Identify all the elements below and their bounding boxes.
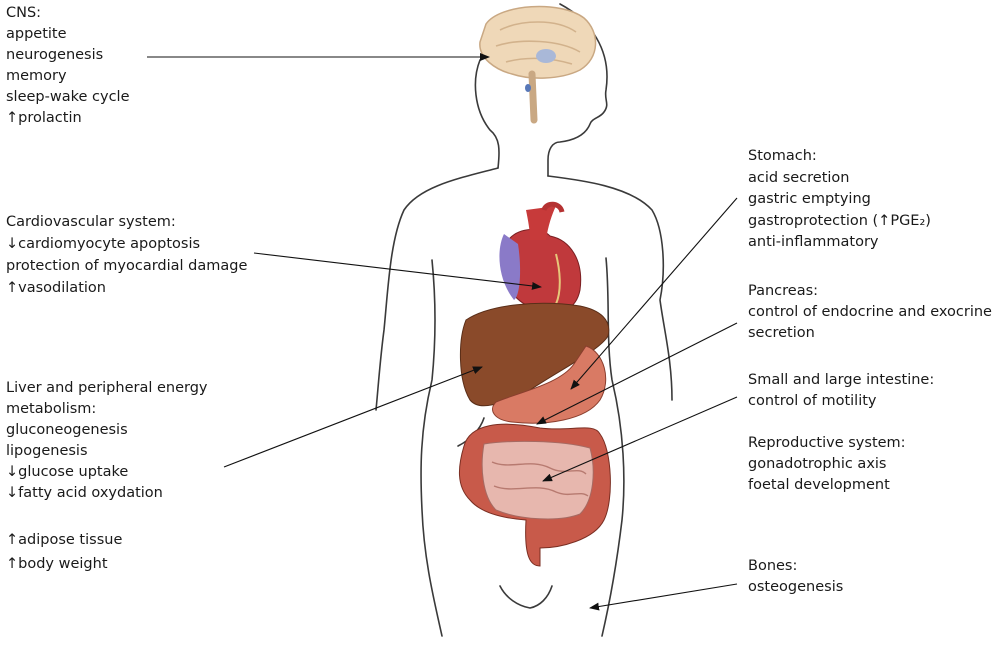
leader-lines bbox=[147, 53, 738, 611]
body-outline bbox=[375, 3, 673, 637]
pancreas-title: Pancreas: bbox=[748, 283, 819, 299]
label-cns: CNS: appetite neurogenesis memory sleep-… bbox=[6, 3, 130, 129]
small-intestine bbox=[481, 440, 594, 520]
label-pancreas: Pancreas: control of endocrine and exocr… bbox=[748, 281, 992, 344]
arrow-cardio bbox=[253, 252, 542, 290]
cns-item: sleep-wake cycle bbox=[6, 89, 130, 105]
arrow-bones bbox=[589, 583, 738, 611]
stomach-item: gastric emptying bbox=[748, 191, 871, 207]
adipose-item: ↑body weight bbox=[6, 556, 108, 572]
pancreas-item: control of endocrine and exocrine bbox=[748, 304, 992, 320]
adipose-item: ↑adipose tissue bbox=[6, 532, 123, 548]
liver-item: ↓fatty acid oxydation bbox=[6, 485, 163, 501]
liver-item: gluconeogenesis bbox=[6, 422, 128, 438]
heart bbox=[499, 201, 582, 313]
cardio-title: Cardiovascular system: bbox=[6, 214, 176, 230]
cardio-item: ↑vasodilation bbox=[6, 280, 106, 296]
arrow-intestine bbox=[542, 396, 738, 482]
pancreas-item: secretion bbox=[748, 325, 815, 341]
label-bones: Bones: osteogenesis bbox=[748, 556, 843, 598]
cns-item: appetite bbox=[6, 26, 67, 42]
arrow-liver bbox=[223, 366, 483, 468]
stomach-item: gastroprotection (↑PGE₂) bbox=[748, 212, 931, 229]
cns-item: neurogenesis bbox=[6, 47, 104, 63]
stomach-item: anti-inflammatory bbox=[748, 234, 879, 250]
reproductive-item: foetal development bbox=[748, 477, 890, 493]
bones-title: Bones: bbox=[748, 558, 798, 574]
liver-title-cont: metabolism: bbox=[6, 401, 97, 417]
label-cardiovascular: Cardiovascular system: ↓cardiomyocyte ap… bbox=[6, 211, 247, 299]
label-intestine: Small and large intestine: control of mo… bbox=[748, 370, 934, 412]
label-liver: Liver and peripheral energy metabolism: … bbox=[6, 378, 208, 504]
cns-item: ↑prolactin bbox=[6, 110, 82, 126]
label-adipose: ↑adipose tissue ↑body weight bbox=[6, 528, 122, 576]
liver-item: lipogenesis bbox=[6, 443, 88, 459]
arrow-pancreas bbox=[536, 322, 738, 425]
liver-title: Liver and peripheral energy bbox=[6, 380, 208, 396]
intestine-item: control of motility bbox=[748, 393, 877, 409]
reproductive-title: Reproductive system: bbox=[748, 435, 906, 451]
cardio-item: ↓cardiomyocyte apoptosis bbox=[6, 236, 201, 252]
reproductive-item: gonadotrophic axis bbox=[748, 456, 887, 472]
arrow-stomach bbox=[570, 197, 738, 390]
stomach-item: acid secretion bbox=[748, 169, 850, 186]
bones-item: osteogenesis bbox=[748, 579, 844, 595]
label-reproductive: Reproductive system: gonadotrophic axis … bbox=[748, 433, 906, 496]
intestine-title: Small and large intestine: bbox=[748, 372, 935, 388]
label-stomach: Stomach: acid secretion gastric emptying… bbox=[748, 146, 931, 254]
cardio-item: protection of myocardial damage bbox=[6, 258, 248, 274]
liver-item: ↓glucose uptake bbox=[6, 464, 129, 480]
cns-title: CNS: bbox=[6, 5, 42, 21]
stomach-title: Stomach: bbox=[748, 148, 817, 164]
brain bbox=[479, 5, 597, 124]
cns-item: memory bbox=[6, 68, 67, 84]
